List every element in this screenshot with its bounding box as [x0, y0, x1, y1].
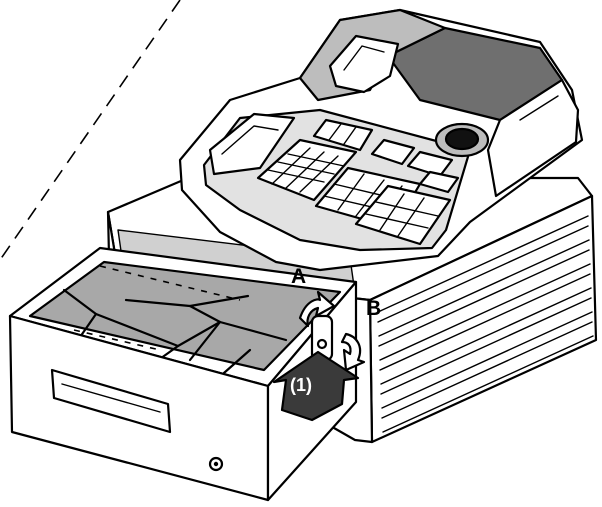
vent-slats [377, 215, 594, 433]
step-1-arrow [272, 350, 360, 422]
keypad-right [354, 184, 452, 246]
dashed-guide-line [0, 0, 181, 261]
label-b: B [366, 297, 382, 320]
step-1-label: (1) [290, 375, 312, 395]
rotation-arrow-a [298, 290, 336, 328]
cash-drawer [8, 246, 358, 502]
function-keys-top [312, 118, 460, 194]
keypad-left [256, 138, 358, 202]
label-a: A [291, 265, 307, 288]
mode-key-lock [434, 122, 490, 158]
rotation-arrow-b [340, 332, 366, 372]
drawer-release-lever [310, 314, 334, 362]
